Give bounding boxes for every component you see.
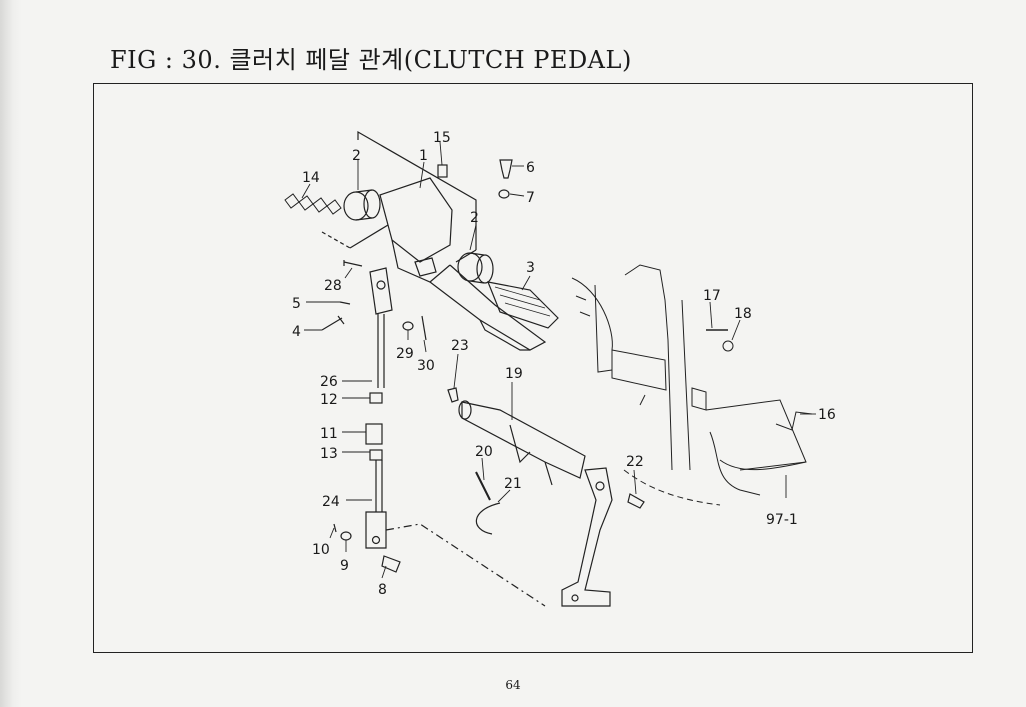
- callout-13: 13: [320, 446, 338, 462]
- callout-30: 30: [417, 358, 435, 374]
- scan-edge-shadow: [0, 0, 22, 707]
- leader-lines: [301, 141, 816, 579]
- callout-29: 29: [396, 346, 414, 362]
- transmission-frame-drawing: [571, 264, 813, 506]
- callout-17: 17: [703, 288, 721, 304]
- callout-2-right: 2: [470, 210, 479, 226]
- callout-10: 10: [312, 542, 330, 558]
- callout-28: 28: [324, 278, 342, 294]
- cross-shaft-drawing: [447, 387, 586, 535]
- callout-22: 22: [626, 454, 644, 470]
- callout-6: 6: [526, 160, 535, 176]
- callout-20: 20: [475, 444, 493, 460]
- callout-15: 15: [433, 130, 451, 146]
- callout-21: 21: [504, 476, 522, 492]
- callout-16: 16: [818, 407, 836, 423]
- figure-title: FIG : 30. 클러치 페달 관계(CLUTCH PEDAL): [110, 46, 632, 74]
- callout-8: 8: [378, 582, 387, 598]
- diagram-frame: [93, 83, 973, 653]
- callout-7: 7: [526, 190, 535, 206]
- small-spring-15-drawing: [437, 164, 448, 178]
- callout-11: 11: [320, 426, 338, 442]
- clutch-pedal-arm-drawing: [561, 467, 645, 607]
- return-spring-drawing: [284, 193, 389, 249]
- callout-24: 24: [322, 494, 340, 510]
- callout-1: 1: [419, 148, 428, 164]
- callout-12: 12: [320, 392, 338, 408]
- callout-5: 5: [292, 296, 301, 312]
- callout-14: 14: [302, 170, 320, 186]
- callout-19: 19: [505, 366, 523, 382]
- callout-97-1: 97-1: [766, 512, 798, 528]
- pedal-shaft-assembly-drawing: [343, 130, 559, 351]
- callout-9: 9: [340, 558, 349, 574]
- callout-2-left: 2: [352, 148, 361, 164]
- clutch-rod-assembly-drawing: [321, 260, 546, 607]
- callout-23: 23: [451, 338, 469, 354]
- callout-26: 26: [320, 374, 338, 390]
- bolt-6-drawing: [499, 159, 513, 179]
- washer-7-drawing: [498, 189, 510, 199]
- page-number: 64: [505, 678, 521, 692]
- callout-18: 18: [734, 306, 752, 322]
- callout-4: 4: [292, 324, 301, 340]
- callout-3: 3: [526, 260, 535, 276]
